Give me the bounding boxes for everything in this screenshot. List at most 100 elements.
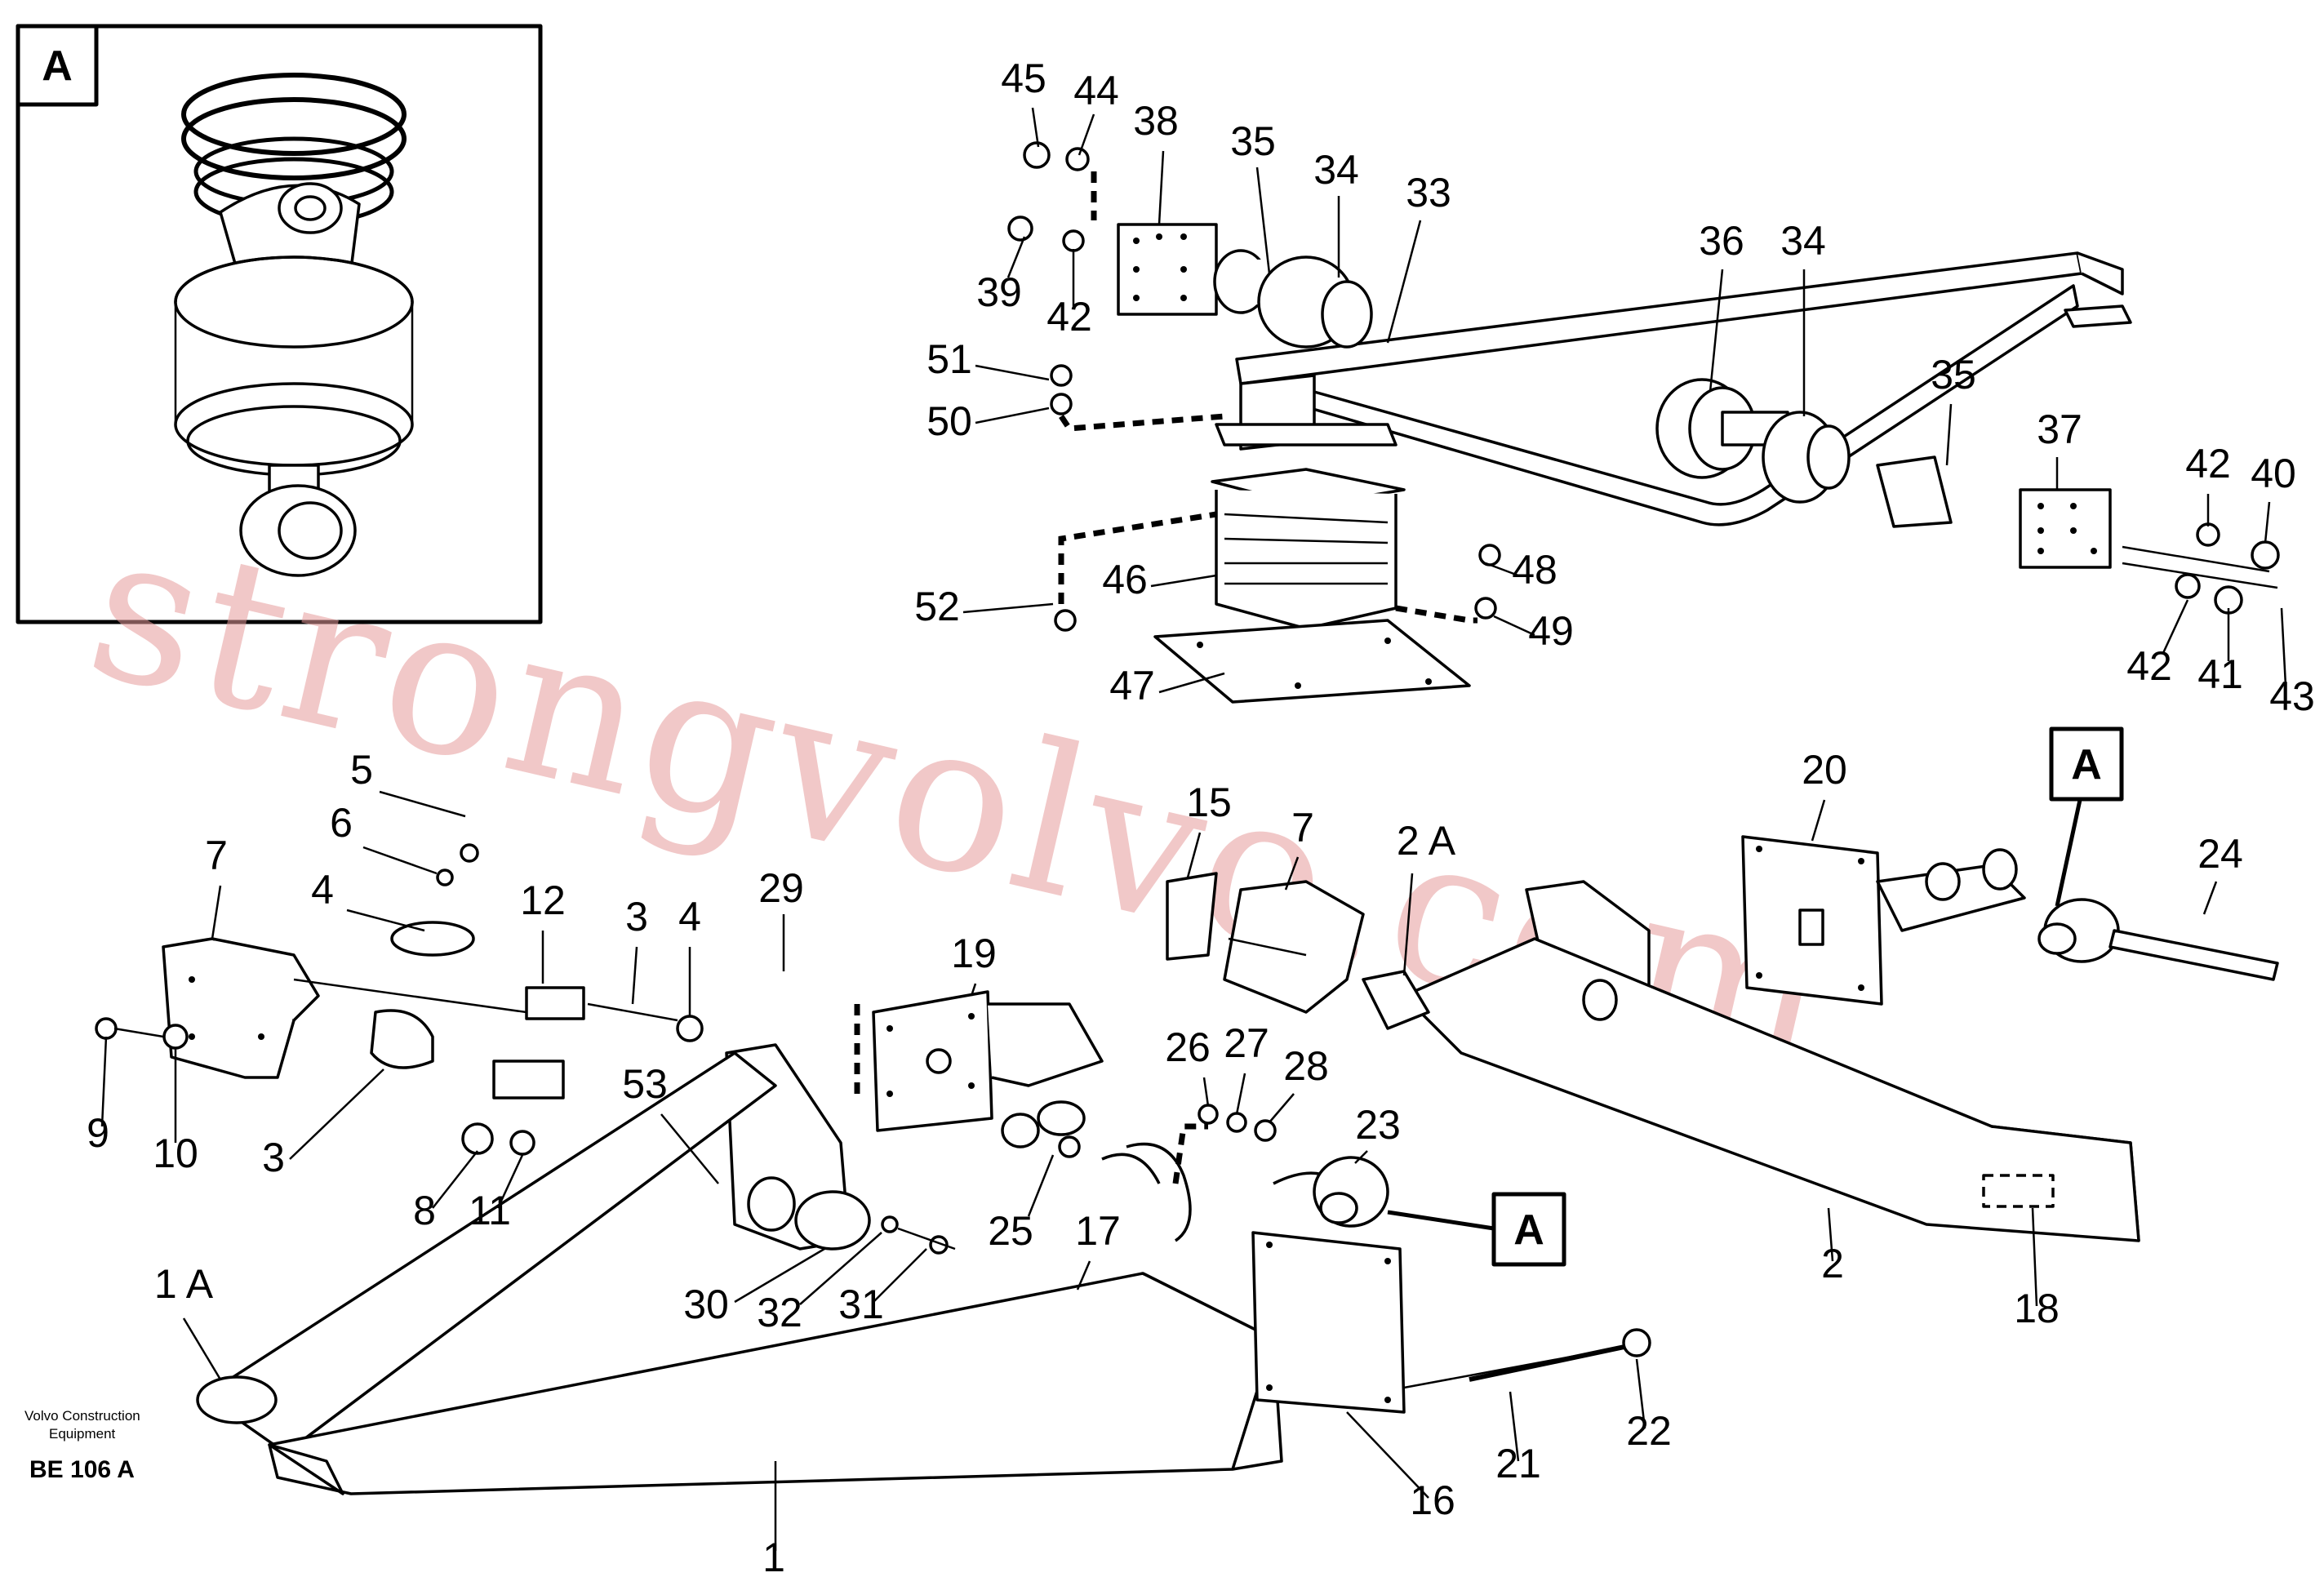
callout-label: 2 A (1397, 818, 1456, 864)
callout-label: 42 (1046, 294, 1092, 340)
callout-label: 29 (758, 865, 804, 911)
callout-label: 15 (1186, 780, 1232, 825)
callout-leader (379, 790, 466, 818)
callout-label: 10 (153, 1131, 198, 1176)
callout-label: 40 (2251, 451, 2296, 496)
callout-label: 19 (951, 931, 997, 976)
callout-label: 11 (469, 1188, 511, 1233)
upper-triangle-frame (1215, 251, 2132, 526)
callout-label: 16 (1410, 1477, 1455, 1523)
callout-label: 44 (1073, 68, 1119, 113)
callout-label: 8 (413, 1188, 436, 1233)
callout-label: 26 (1165, 1024, 1211, 1070)
callout-label: 41 (2197, 651, 2243, 697)
callout-leader (1635, 1358, 1646, 1429)
callout-leader (1255, 167, 1271, 274)
detail-label-a-inset: A (42, 42, 73, 90)
callout-label: 7 (1291, 805, 1314, 851)
callout-label: 52 (914, 584, 960, 629)
callout-label: 7 (205, 833, 228, 878)
callout-leader (2031, 1207, 2038, 1307)
callout-label: 1 (762, 1535, 785, 1580)
callout-leader (734, 1247, 825, 1304)
footer-brand-2: Equipment (49, 1426, 116, 1442)
callout-leader (362, 846, 438, 875)
callout-label: 33 (1406, 170, 1451, 215)
callout-label: 3 (625, 894, 648, 940)
callout-leader (1076, 1260, 1091, 1291)
upper-rubber-bushing-right (1655, 378, 2112, 569)
callout-label: 4 (311, 867, 334, 913)
callout-leader (1006, 236, 1026, 278)
callout-leader (1269, 1093, 1295, 1123)
callout-leader (1027, 1154, 1055, 1217)
callout-leader (1709, 269, 1724, 393)
callout-label: 30 (683, 1282, 729, 1327)
callout-leader (631, 946, 638, 1005)
callout-leader (1235, 1073, 1246, 1115)
callout-label: 17 (1075, 1208, 1121, 1254)
callout-label: 53 (622, 1061, 668, 1107)
footer-brand: Volvo Construction (24, 1408, 140, 1424)
callout-label: 37 (2037, 406, 2082, 452)
callout-label: 28 (1283, 1043, 1329, 1089)
lower-eye (239, 464, 357, 577)
callout-label: 35 (1230, 118, 1276, 164)
callout-leader (975, 364, 1050, 381)
upper-rubber-bushing-left (1117, 223, 1373, 349)
callout-label: 42 (2126, 643, 2172, 689)
detail-a-ref-top: A (2049, 726, 2124, 907)
callout-leader (432, 1150, 478, 1209)
callout-leader (1078, 113, 1095, 156)
callout-label: 5 (350, 747, 373, 793)
left-cross-member-bracket (95, 843, 704, 1156)
callout-leader (799, 1232, 882, 1305)
callout-label: 25 (988, 1208, 1033, 1254)
callout-label: 31 (838, 1282, 884, 1327)
callout-label: 18 (2014, 1286, 2060, 1331)
callout-label: 46 (1102, 557, 1148, 602)
callout-leader (1402, 873, 1414, 976)
callout-leader (1202, 1077, 1210, 1107)
callout-leader (1493, 615, 1535, 637)
callout-leader (2162, 599, 2189, 654)
callout-label: 34 (1313, 147, 1359, 193)
callout-leader (100, 1036, 108, 1127)
callout-leader (496, 1154, 524, 1209)
callout-label: 21 (1495, 1441, 1541, 1486)
callout-leader (1158, 150, 1165, 225)
callout-leader (1158, 672, 1225, 694)
callout-label: 23 (1355, 1102, 1401, 1148)
callout-leader (1811, 799, 1826, 842)
callout-leader (182, 1317, 222, 1380)
lower-triangle-frame-1 (196, 1043, 1283, 1495)
callout-label: 49 (1528, 608, 1574, 654)
plate-15-and-bracket-7 (1166, 872, 1365, 1014)
svg-text:A: A (2071, 741, 2102, 789)
callout-label: 1 A (154, 1261, 214, 1307)
callout-label: 20 (1802, 747, 1847, 793)
tie-rod-24 (2037, 898, 2279, 981)
callout-leader (346, 909, 425, 932)
detail-a-ref-bottom: A (1387, 1192, 1566, 1267)
callout-label: 9 (87, 1110, 109, 1156)
callout-leader (289, 1068, 384, 1160)
callout-leader (1386, 220, 1422, 344)
callout-leader (1509, 1391, 1520, 1462)
callout-label: 27 (1224, 1020, 1269, 1066)
svg-text:A: A (1513, 1206, 1544, 1254)
bracket-20-assembly (1741, 835, 2026, 1006)
callout-leader (1945, 403, 1953, 466)
callout-leader (2280, 607, 2287, 686)
callout-label: 22 (1626, 1408, 1672, 1454)
detail-a-inset: A (16, 24, 543, 624)
upper-fasteners (1007, 141, 2280, 632)
callout-label: 4 (678, 894, 701, 940)
callout-label: 36 (1699, 218, 1744, 264)
callout-label: 34 (1780, 218, 1826, 264)
callout-leader (1031, 107, 1040, 148)
callout-label: 6 (330, 800, 353, 846)
callout-leader (1354, 1150, 1368, 1164)
